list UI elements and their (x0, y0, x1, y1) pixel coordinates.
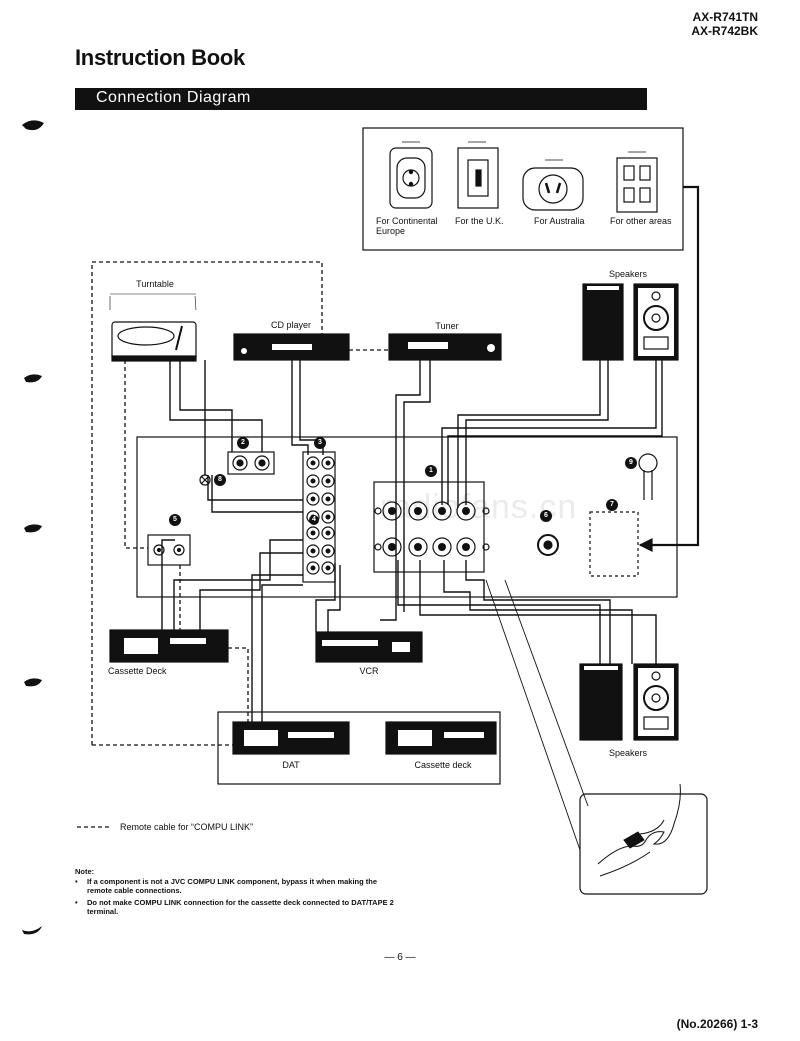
note-item-1: •If a component is not a JVC COMPU LINK … (75, 877, 378, 895)
model-number-1: AX-R741TN (692, 10, 758, 24)
label-cassette-deck-right: Cassette deck (414, 760, 472, 770)
ac-cord (640, 185, 700, 547)
section-bar (75, 88, 647, 110)
dat (232, 721, 350, 755)
ac-outlets-area (589, 511, 639, 577)
label-cassette-deck-left: Cassette Deck (108, 666, 167, 676)
speaker-top-right (633, 283, 679, 361)
power-cord-exit (638, 453, 658, 500)
phono-jacks (227, 451, 275, 475)
speaker-top-left (582, 283, 624, 361)
hand-illustration (597, 783, 681, 877)
cd-player (233, 333, 350, 361)
speaker-terminals (373, 481, 490, 573)
cassette-deck-left (109, 629, 229, 663)
input-jack-column (302, 451, 336, 583)
tuner (388, 333, 502, 361)
legend-remote-cable: Remote cable for “COMPU LINK” (120, 822, 254, 832)
amplifier-rear-panel (136, 436, 678, 598)
note-item-2: •Do not make COMPU LINK connection for t… (75, 898, 394, 916)
outlet-label-uk: For the U.K. (455, 216, 504, 226)
outlet-box (362, 127, 684, 251)
callout-7: 7 (610, 501, 614, 508)
label-speakers-bottom: Speakers (608, 748, 648, 758)
outlet-label-other: For other areas (610, 216, 672, 226)
callout-5: 5 (173, 516, 177, 523)
watermark: radiofans.cn (380, 488, 578, 526)
section-title: Connection Diagram (96, 89, 251, 106)
outlet-label-australia: For Australia (534, 216, 585, 226)
label-turntable: Turntable (136, 279, 174, 289)
callout-6: 6 (544, 512, 548, 519)
model-number-2: AX-R742BK (691, 24, 758, 38)
note-heading: Note: (75, 867, 95, 876)
speaker-bottom-right (633, 663, 679, 741)
tape-group-box (217, 711, 501, 785)
compu-link-jacks (147, 534, 191, 566)
callout-1: 1 (429, 467, 433, 474)
voltage-selector (537, 534, 559, 556)
speaker-bottom-left (579, 663, 623, 741)
callout-9: 9 (629, 459, 633, 466)
detail-inset (579, 793, 708, 895)
page-number: — 6 — (384, 952, 416, 963)
label-tuner: Tuner (435, 321, 459, 331)
label-speakers-top: Speakers (608, 269, 648, 279)
outlet-label-continental: For Continental Europe (376, 216, 438, 236)
callout-3: 3 (318, 439, 322, 446)
page-title: Instruction Book (75, 45, 245, 70)
callout-2: 2 (241, 439, 245, 446)
label-dat: DAT (282, 760, 300, 770)
cassette-deck-right (385, 721, 497, 755)
binder-marks (22, 120, 44, 935)
callout-8: 8 (218, 476, 222, 483)
doc-number: (No.20266) 1-3 (676, 1017, 758, 1031)
vcr (315, 631, 423, 663)
callout-4: 4 (312, 516, 316, 523)
label-cd-player: CD player (270, 320, 312, 330)
label-vcr: VCR (359, 666, 379, 676)
